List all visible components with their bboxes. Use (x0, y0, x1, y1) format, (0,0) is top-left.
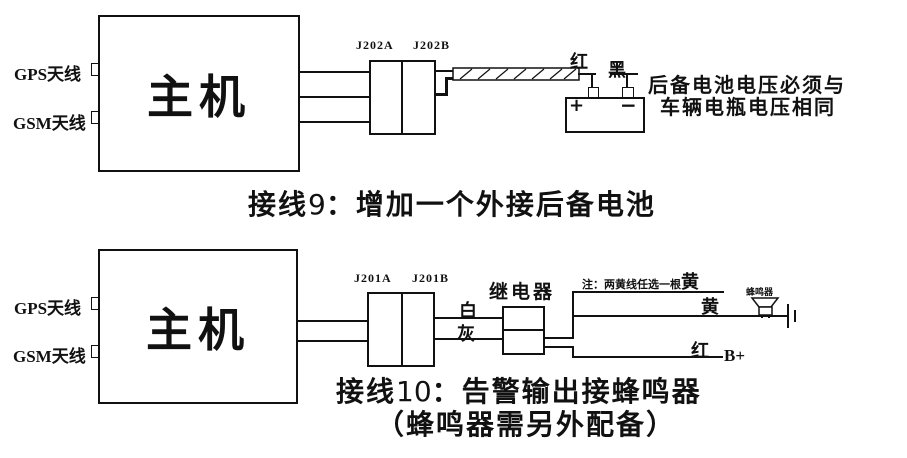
wire-step (445, 77, 448, 96)
main-unit-box: 主机 (98, 249, 298, 404)
wire (300, 121, 369, 123)
wire-red (591, 75, 593, 89)
caption-prefix: 接线 (336, 375, 397, 408)
caption-suffix: ：增加一个外接后备电池 (325, 188, 656, 221)
battery-note-line2: 车辆电瓶电压相同 (660, 95, 836, 119)
wire-red (573, 356, 723, 358)
battery-terminal-negative (622, 87, 634, 98)
connector-divider (401, 292, 403, 367)
black-wire-label: 黑 (608, 60, 626, 81)
yellow-wire-note: 注：两黄线任选一根 (582, 278, 681, 291)
wire-yellow-1 (573, 291, 724, 293)
connector-divider (401, 60, 403, 135)
relay-divider (502, 329, 545, 331)
ground-icon (787, 304, 789, 328)
yellow-wire1-label: 黄 (681, 272, 699, 293)
wire-step (436, 93, 448, 96)
caption-suffix: ：告警输出接蜂鸣器 (431, 375, 702, 408)
battery-minus-sign: − (620, 93, 637, 117)
buzzer-icon (750, 297, 780, 318)
wire-junction (572, 346, 574, 358)
wire-white (435, 317, 502, 319)
main-unit-box: 主机 (98, 15, 300, 172)
gps-antenna-connector-icon (91, 63, 99, 76)
wire (545, 346, 574, 348)
wire (300, 71, 369, 73)
connector-j202a-label: J202A (356, 38, 394, 52)
gray-wire-label: 灰 (457, 324, 475, 345)
yellow-wire2-label: 黄 (701, 297, 719, 318)
wire-gray (435, 338, 502, 340)
wire (545, 337, 574, 339)
caption-number: 9 (308, 188, 326, 221)
relay-label: 继电器 (489, 281, 556, 303)
caption-number: 10 (396, 375, 432, 408)
diagram2-caption-line2: （蜂鸣器需另外配备） (376, 408, 677, 441)
main-unit-label: 主机 (147, 69, 251, 124)
red-wire-label: 红 (570, 52, 588, 73)
gsm-antenna-label: GSM天线 (13, 347, 86, 366)
main-unit-label: 主机 (146, 302, 250, 357)
gsm-antenna-connector-icon (91, 111, 99, 124)
wire-red (578, 73, 596, 75)
battery-terminal-positive (588, 87, 599, 98)
battery-plus-sign: + (569, 95, 585, 116)
wire (436, 70, 454, 72)
wire-black (610, 73, 638, 75)
wire (298, 340, 367, 342)
gps-antenna-label: GPS天线 (14, 65, 82, 84)
wire (298, 320, 367, 322)
buzzer-label: 蜂鸣器 (746, 288, 774, 298)
diagram1-caption: 接线9：增加一个外接后备电池 (248, 183, 656, 223)
connector-j201b-label: J201B (412, 271, 450, 285)
gsm-antenna-label: GSM天线 (13, 114, 86, 133)
diagram2-caption-line1: 接线10：告警输出接蜂鸣器 (336, 370, 702, 410)
gps-antenna-connector-icon (91, 297, 99, 310)
gps-antenna-label: GPS天线 (14, 299, 82, 318)
caption-prefix: 接线 (248, 188, 309, 221)
wire-black (626, 75, 628, 89)
battery-note-line1: 后备电池电压必须与 (648, 73, 846, 97)
ground-icon (794, 310, 796, 322)
wire (300, 96, 369, 98)
battery-symbol (565, 97, 645, 133)
wire-yellow-2 (573, 315, 789, 317)
gsm-antenna-connector-icon (91, 345, 99, 358)
connector-j202b-label: J202B (413, 38, 451, 52)
connector-j201a-label: J201A (354, 271, 392, 285)
wire-step (448, 77, 456, 80)
white-wire-label: 白 (459, 301, 477, 322)
sheathed-cable-icon (452, 67, 580, 81)
b-plus-label: B+ (724, 346, 746, 365)
red-wire-label: 红 (691, 341, 709, 362)
